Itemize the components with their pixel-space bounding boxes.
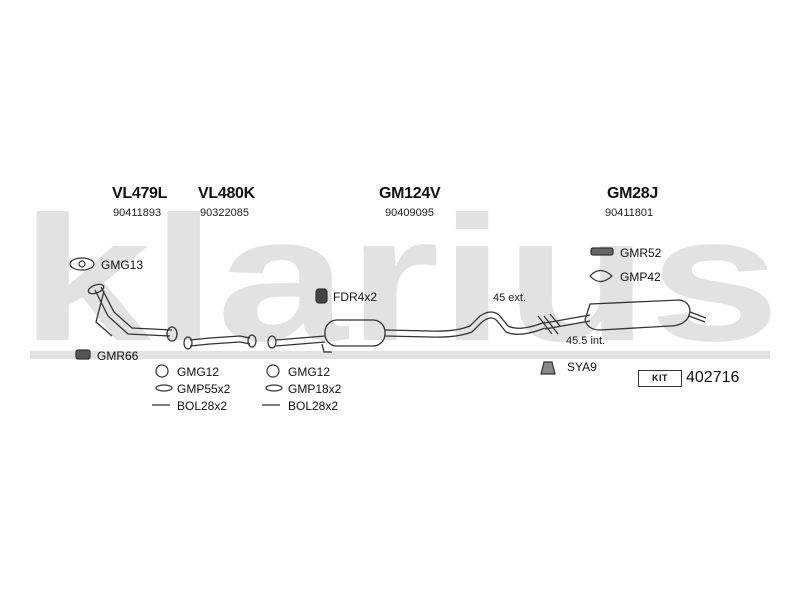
gasket-ring-icon [155,364,169,378]
part-number-gm124v: 90409095 [385,207,434,219]
kit-label: KIT [638,370,682,387]
clamp-icon [155,384,173,392]
part-code-vl480k: VL480K [198,185,255,202]
part-number-gm28j: 90411801 [605,207,654,219]
intermediate-pipe-drawing [183,334,257,350]
acc-gmp18: GMP18x2 [288,382,342,396]
rear-silencer-drawing [537,299,707,335]
part-number-vl480k: 90322085 [200,207,249,219]
acc-gmp55: GMP55x2 [177,382,231,396]
acc-bol28-a: BOL28x2 [177,399,228,413]
note-ext: 45 ext. [493,292,527,304]
front-pipe-drawing [87,283,178,342]
part-code-gm28j: GM28J [607,185,658,202]
part-code-gm124v: GM124V [379,185,441,202]
acc-gmg13: GMG13 [101,258,144,272]
rubber-strap-icon [590,247,614,256]
part-number-vl479l: 90411893 [113,207,162,219]
acc-fdr4: FDR4x2 [333,290,378,304]
kit-number: 402716 [686,369,740,386]
acc-gmr52: GMR52 [620,246,662,260]
acc-bol28-b: BOL28x2 [288,399,339,413]
note-int: 45.5 int. [566,335,606,347]
gasket-ring-icon-2 [266,364,280,378]
watermark-logo: klarius [20,179,780,378]
clamp-icon-2 [265,384,283,392]
acc-gmr66: GMR66 [97,349,139,363]
acc-gmg12-a: GMG12 [177,365,220,379]
gasket-icon [69,257,95,271]
acc-gmp42: GMP42 [620,270,661,284]
part-code-vl479l: VL479L [112,185,168,202]
clamp-bracket-icon [589,269,613,283]
acc-gmg12-b: GMG12 [288,365,331,379]
rubber-mount-icon [75,349,91,360]
centre-silencer-drawing [267,311,546,353]
acc-sya9: SYA9 [567,360,597,374]
gasket-hole-icon [78,260,86,268]
mounting-rubber-icon [540,361,556,375]
bracket-icon [315,288,328,304]
